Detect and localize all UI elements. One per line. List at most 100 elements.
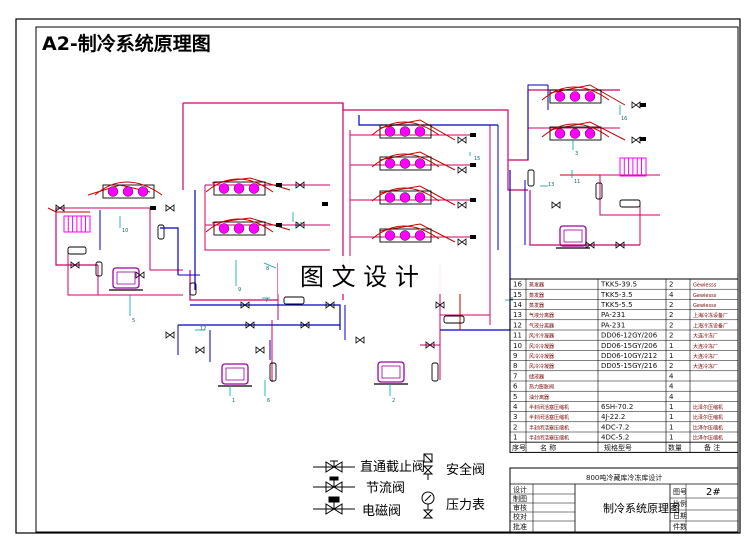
bom-cell: 风冷冷凝器 bbox=[529, 353, 554, 360]
callout-number: 1 bbox=[232, 398, 235, 404]
compressor-head bbox=[116, 271, 136, 285]
bom-cell: 大连冷冻厂 bbox=[693, 343, 718, 350]
evaporator-fan-icon bbox=[554, 128, 566, 139]
separator-vessel-left bbox=[157, 224, 165, 240]
solenoid-valve-icon bbox=[276, 223, 282, 227]
stop-valve-icon bbox=[255, 346, 265, 354]
receiver-left bbox=[67, 246, 87, 255]
stop-valve-icon bbox=[313, 460, 355, 473]
stop-valve-icon bbox=[435, 301, 445, 309]
evaporator-fan-icon bbox=[414, 158, 426, 169]
evap-8-return bbox=[204, 185, 330, 251]
bom-cell: 储液器 bbox=[529, 373, 544, 380]
bom-cell: 2 bbox=[669, 281, 673, 289]
evaporator-coil-arc bbox=[541, 123, 610, 138]
evaporator-fan-icon bbox=[569, 128, 581, 139]
solenoid-valve-icon bbox=[640, 103, 646, 107]
project-name: 800吨冷藏库冷冻库设计 bbox=[586, 473, 662, 482]
bom-cell: 比泽尔压缩机 bbox=[693, 435, 723, 442]
compressor-body bbox=[559, 225, 587, 247]
suction-left-1 bbox=[160, 227, 179, 275]
stop-valve-icon bbox=[245, 321, 255, 329]
tb-label-design: 设计 bbox=[513, 485, 527, 494]
stop-valve-icon bbox=[240, 301, 250, 309]
bom-cell: 8 bbox=[513, 362, 517, 370]
evaporator-fan-icon bbox=[554, 91, 566, 102]
left-bottom-line bbox=[97, 265, 183, 296]
evaporator-fan-icon bbox=[248, 223, 260, 234]
tb-label-check: 审核 bbox=[513, 503, 527, 512]
solenoid-valve-icon bbox=[150, 206, 156, 210]
bom-cell: 半封闭活塞压缩机 bbox=[529, 435, 569, 442]
suction-top-2 bbox=[527, 84, 548, 160]
suction-right bbox=[440, 170, 511, 331]
evaporator-fan-icon bbox=[414, 192, 426, 203]
condenser-unit-11 bbox=[619, 157, 647, 177]
stop-valve-icon bbox=[135, 271, 145, 279]
compressor-2 bbox=[374, 361, 408, 385]
compressor-group bbox=[67, 169, 641, 387]
legend-label-throttle-valve: 节流阀 bbox=[366, 481, 405, 496]
bom-cell: 16 bbox=[513, 281, 522, 289]
callout-number: 15 bbox=[474, 156, 480, 162]
bom-cell: 2 bbox=[669, 321, 673, 329]
bom-cell: 半封闭活塞压缩机 bbox=[529, 404, 569, 411]
stop-valve-icon bbox=[457, 201, 467, 209]
evaporator-unit-8 bbox=[205, 218, 274, 236]
bom-cell: 4DC-7.2 bbox=[601, 423, 629, 431]
evaporator-fan-icon bbox=[399, 126, 411, 137]
bom-border bbox=[509, 278, 739, 453]
evaporator-fan-icon bbox=[414, 230, 426, 241]
bom-cell: 2 bbox=[513, 423, 517, 431]
bom-cell: 9 bbox=[513, 352, 517, 360]
evaporator-unit-15c bbox=[371, 187, 440, 205]
evaporator-casing bbox=[379, 190, 432, 205]
solenoid-valve-icon bbox=[313, 496, 355, 515]
callout-number: 10 bbox=[122, 228, 128, 234]
callout-number: 6 bbox=[267, 398, 270, 404]
solenoid-valve-icon bbox=[640, 137, 646, 141]
callout-number: 4 bbox=[510, 297, 513, 303]
throttle-valve-icon bbox=[313, 476, 355, 493]
outer-frame bbox=[15, 18, 741, 534]
suction-bank-15 bbox=[358, 115, 498, 126]
bom-cell: 大连冷冻厂 bbox=[693, 353, 718, 360]
solenoid-valve-icon bbox=[322, 202, 328, 206]
bom-cell: 1 bbox=[513, 434, 517, 442]
receiver-far-right bbox=[619, 199, 641, 208]
stop-valve-icon bbox=[631, 101, 641, 109]
stop-valve-icon bbox=[551, 201, 561, 209]
evaporator-casing bbox=[379, 228, 432, 243]
oil-separator-left bbox=[95, 261, 103, 277]
compressor-body bbox=[221, 363, 249, 385]
evaporator-fan-icon bbox=[233, 223, 245, 234]
separator-vessel-13 bbox=[527, 169, 535, 187]
drawing-title: A2-制冷系统原理图 bbox=[42, 32, 211, 55]
bom-cell: 4DC-5.2 bbox=[601, 434, 629, 442]
bom-cell: 10 bbox=[513, 342, 522, 350]
evaporator-fan-icon bbox=[399, 158, 411, 169]
evaporator-unit-16b bbox=[541, 123, 610, 141]
stop-valve-icon bbox=[300, 321, 310, 329]
stop-valve-icon bbox=[165, 331, 175, 339]
evaporator-fan-icon bbox=[384, 126, 396, 137]
evaporator-fan-icon bbox=[248, 183, 260, 194]
stop-valve-icon bbox=[325, 301, 335, 309]
bom-cell: TKK5-39.5 bbox=[600, 281, 637, 289]
stop-valve-icon bbox=[355, 336, 365, 344]
bom-cell: 7 bbox=[513, 372, 517, 380]
bom-cell: 11 bbox=[513, 332, 522, 340]
callout-number: 9 bbox=[238, 287, 241, 293]
watermark-box bbox=[278, 256, 464, 294]
suction-header-mid bbox=[190, 304, 341, 330]
